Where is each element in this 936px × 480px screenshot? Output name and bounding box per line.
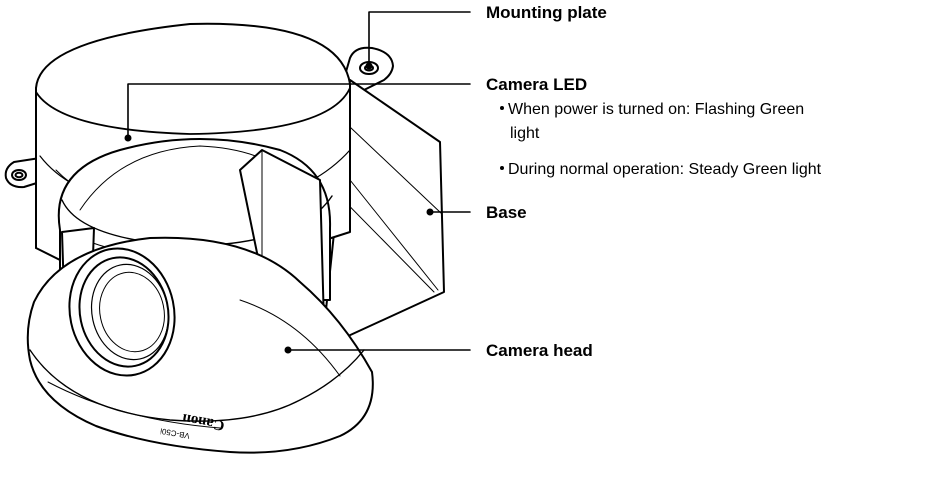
label-camera-head: Camera head [486, 341, 593, 360]
led-note-power-on-cont: light [510, 125, 540, 142]
led-note-power-on-text: When power is turned on: Flashing Green [508, 101, 805, 118]
label-camera-led: Camera LED [486, 75, 588, 94]
led-note-normal: During normal operation: Steady Green li… [500, 160, 821, 180]
base-housing [309, 79, 445, 349]
bullet-icon [500, 105, 504, 110]
bullet-icon [500, 165, 504, 170]
mounting-plate-illustration [342, 46, 394, 93]
leader-lines [127, 11, 471, 351]
led-note-normal-text: During normal operation: Steady Green li… [508, 161, 822, 178]
led-note-power-on: When power is turned on: Flashing Green [500, 100, 804, 120]
label-mounting-plate: Mounting plate [486, 3, 607, 22]
left-mounting-ear [4, 157, 41, 189]
lens-illustration [68, 247, 176, 377]
leader-dots [124, 62, 434, 354]
brand-marking: Canon [180, 410, 225, 433]
label-base: Base [486, 203, 527, 222]
